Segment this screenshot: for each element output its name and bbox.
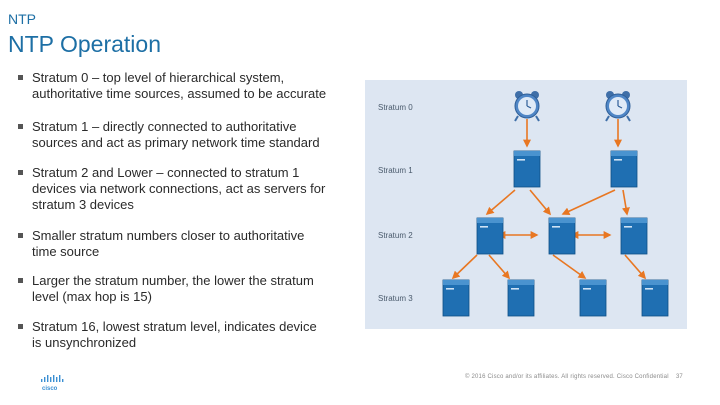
bullet-line: Stratum 1 – directly connected to author… bbox=[32, 119, 297, 134]
bullet-line: stratum 3 devices bbox=[32, 197, 134, 212]
bullet-line: Stratum 2 and Lower – connected to strat… bbox=[32, 165, 300, 180]
bullet-stratum-1: Stratum 1 – directly connected to author… bbox=[18, 119, 363, 151]
svg-text:cisco: cisco bbox=[42, 386, 58, 391]
bullet-line: level (max hop is 15) bbox=[32, 289, 152, 304]
copyright-text: © 2016 Cisco and/or its affiliates. All … bbox=[465, 374, 669, 380]
bullet-stratum-0: Stratum 0 – top level of hierarchical sy… bbox=[18, 70, 363, 102]
server-icon bbox=[620, 217, 648, 255]
server-icon bbox=[610, 150, 638, 188]
stratum-0-label: Stratum 0 bbox=[378, 103, 413, 112]
stratum-2-label: Stratum 2 bbox=[378, 231, 413, 240]
bullet-line: is unsynchronized bbox=[32, 335, 137, 350]
bullet-larger-stratum: Larger the stratum number, the lower the… bbox=[18, 273, 363, 305]
bullet-line: sources and act as primary network time … bbox=[32, 135, 320, 150]
server-icon bbox=[579, 279, 607, 317]
alarm-clock-icon bbox=[605, 90, 631, 122]
bullet-marker bbox=[18, 278, 23, 283]
bullet-stratum-2: Stratum 2 and Lower – connected to strat… bbox=[18, 165, 363, 213]
bullet-line: Smaller stratum numbers closer to author… bbox=[32, 228, 305, 243]
stratum-1-label: Stratum 1 bbox=[378, 166, 413, 175]
server-icon bbox=[476, 217, 504, 255]
bullet-stratum-16: Stratum 16, lowest stratum level, indica… bbox=[18, 319, 363, 351]
bullet-line: Stratum 16, lowest stratum level, indica… bbox=[32, 319, 317, 334]
cisco-logo-icon: cisco bbox=[40, 375, 66, 396]
server-icon bbox=[641, 279, 669, 317]
alarm-clock-icon bbox=[514, 90, 540, 122]
arrow-group bbox=[451, 119, 647, 280]
bullet-line: Larger the stratum number, the lower the… bbox=[32, 273, 314, 288]
diagram-canvas: Stratum 0 Stratum 1 Stratum 2 Stratum 3 bbox=[378, 90, 669, 317]
arrow-s1r-to-s2c bbox=[622, 189, 630, 216]
bullet-marker bbox=[18, 75, 23, 80]
arrow-s1l-to-s2b bbox=[529, 189, 552, 216]
bullet-line: Stratum 0 – top level of hierarchical sy… bbox=[32, 70, 285, 85]
slide-title: NTP Operation bbox=[8, 31, 161, 57]
ntp-stratum-diagram: Stratum 0 Stratum 1 Stratum 2 Stratum 3 bbox=[365, 80, 687, 329]
bullet-marker bbox=[18, 170, 23, 175]
arrow-s2a-to-s3b bbox=[488, 254, 511, 280]
bullet-line: time source bbox=[32, 244, 100, 259]
server-icon bbox=[442, 279, 470, 317]
arrow-s2b-to-s3c bbox=[552, 254, 587, 279]
arrow-s1l-to-s2a bbox=[485, 189, 516, 216]
arrow-s1r-to-s2b bbox=[561, 189, 616, 215]
arrow-s2c-to-s3d bbox=[624, 254, 647, 280]
server-icon bbox=[548, 217, 576, 255]
bullet-marker bbox=[18, 233, 23, 238]
server-icon bbox=[513, 150, 541, 188]
bullet-smaller-stratum: Smaller stratum numbers closer to author… bbox=[18, 228, 363, 260]
bullet-marker bbox=[18, 124, 23, 129]
bullet-line: authoritative time sources, assumed to b… bbox=[32, 86, 327, 101]
page-number: 37 bbox=[676, 374, 683, 380]
bullet-line: devices via network connections, act as … bbox=[32, 181, 326, 196]
bullet-marker bbox=[18, 324, 23, 329]
arrow-s2a-to-s3a bbox=[451, 254, 478, 280]
section-label: NTP bbox=[8, 11, 36, 27]
stratum-3-label: Stratum 3 bbox=[378, 294, 413, 303]
server-icon bbox=[507, 279, 535, 317]
